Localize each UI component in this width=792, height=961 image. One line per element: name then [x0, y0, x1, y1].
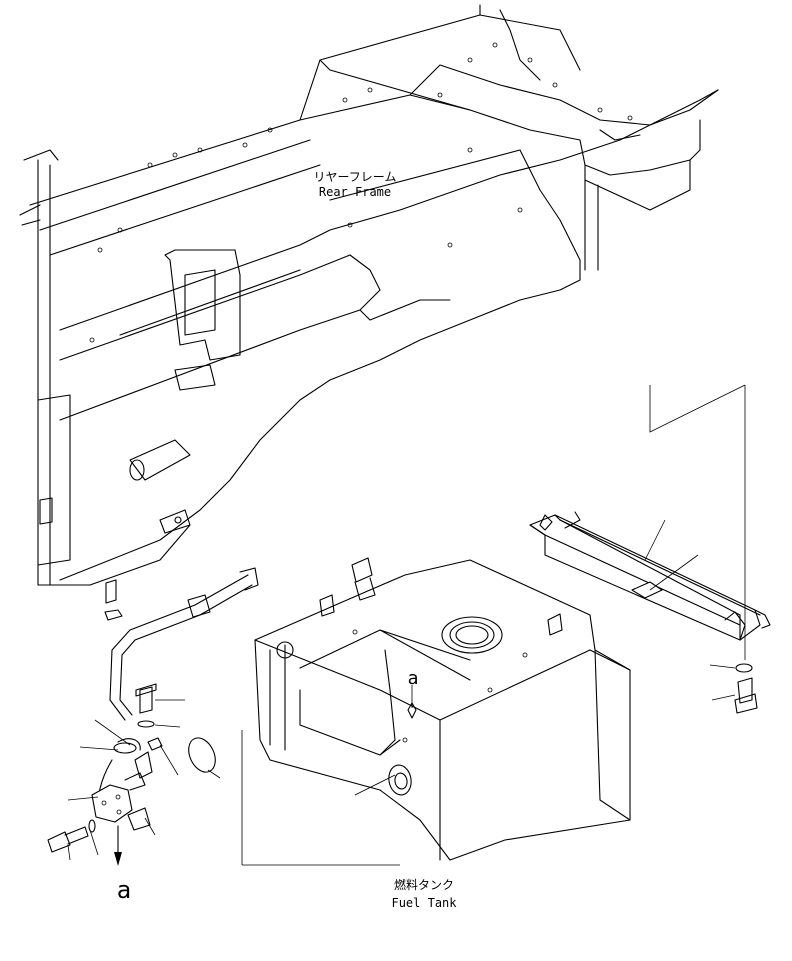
- tank-leader: [354, 774, 396, 796]
- fuel-tank: [254, 557, 631, 861]
- hose-bolt: [104, 579, 123, 621]
- cover-plate-bolt: [734, 663, 758, 714]
- cover-plate: [529, 511, 771, 641]
- rear-frame: [19, 4, 719, 586]
- label-rear-frame-jp: リヤーフレーム: [314, 170, 397, 184]
- gasket: [188, 737, 216, 773]
- label-rear-frame-en: Rear Frame: [319, 185, 391, 199]
- ref-a-tank: a: [408, 668, 419, 689]
- fuel-hose: [109, 567, 259, 721]
- tank-bracket-outline: [241, 730, 400, 866]
- leader-lines-left: [67, 699, 221, 861]
- fuel-level-sender: [91, 737, 163, 866]
- leader-lines-right: [644, 384, 746, 701]
- sender-bolt: [47, 819, 96, 853]
- mount-bolt: [135, 683, 157, 728]
- label-fuel-tank-en: Fuel Tank: [391, 896, 457, 910]
- label-fuel-tank-jp: 燃料タンク: [394, 877, 454, 892]
- ref-a-left: a: [117, 876, 131, 904]
